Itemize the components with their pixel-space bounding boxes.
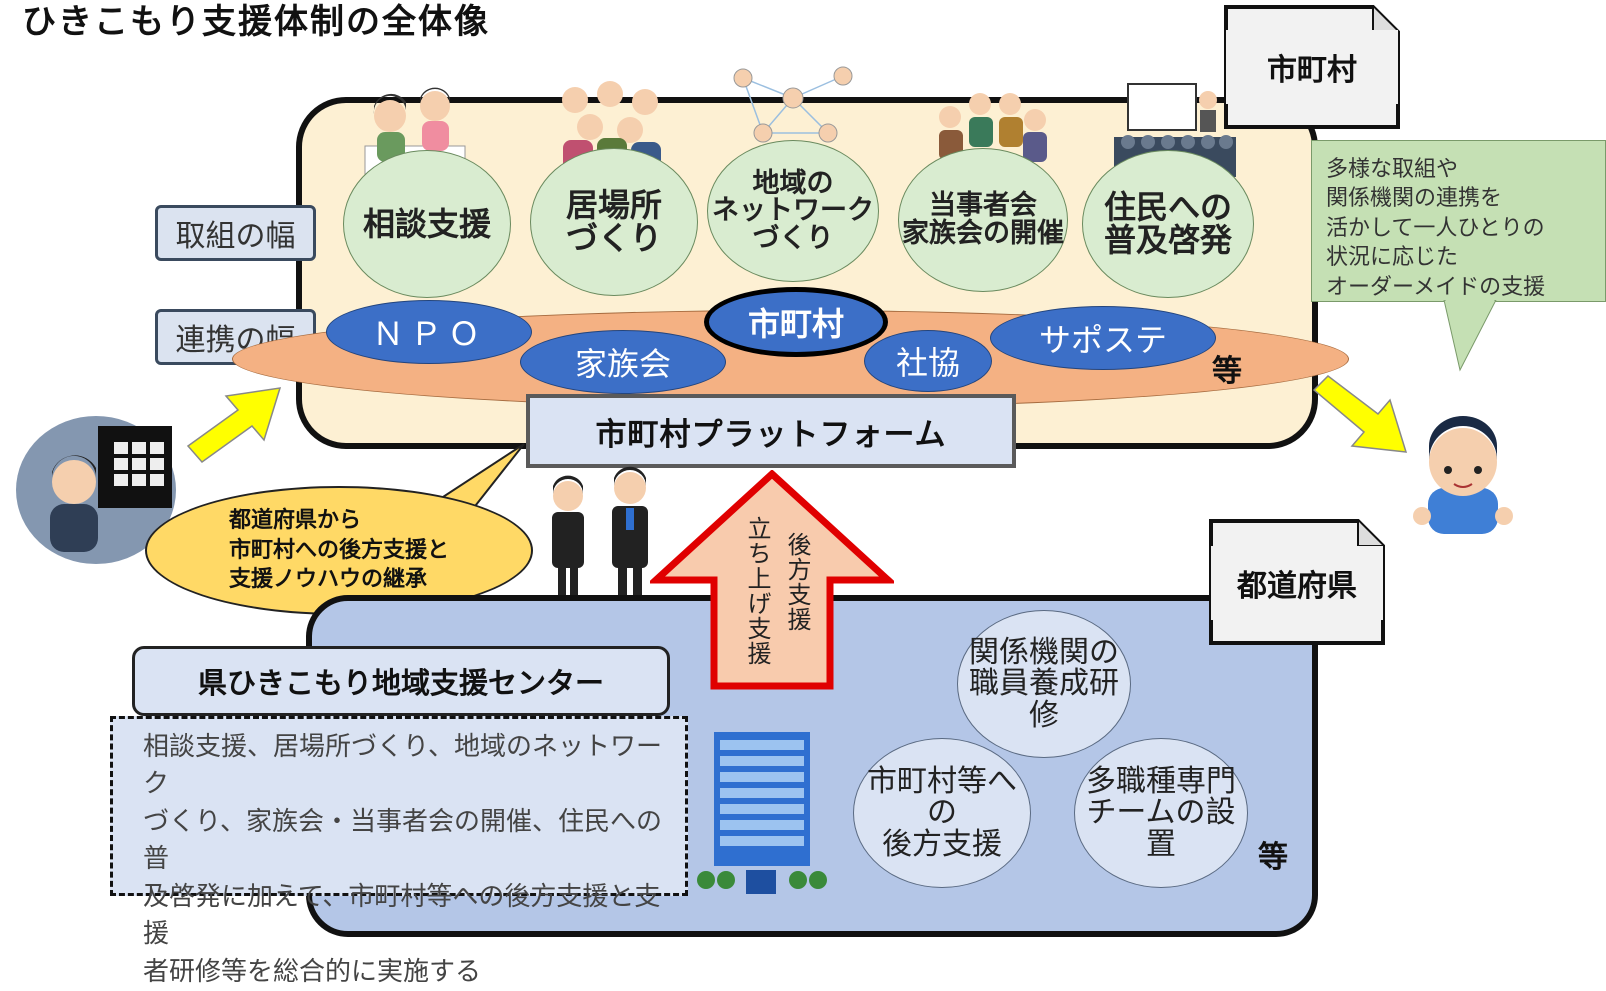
effort-network: 地域のネットワークづくり [707, 140, 879, 282]
pref-staff-training: 関係機関の職員養成研修 [957, 610, 1131, 758]
org-shakyo: 社協 [864, 330, 992, 392]
effort-consultation: 相談支援 [343, 150, 511, 298]
custom-support-note: 多様な取組や 関係機関の連携を 活かして一人ひとりの 状況に応じた オーダーメイ… [1311, 140, 1606, 302]
efforts-range-label: 取組の幅 [155, 205, 316, 261]
org-saposute: サポステ [990, 306, 1216, 370]
note-pointer [1443, 300, 1497, 372]
meeting-illustration [939, 93, 1047, 162]
municipality-tag: 市町村 [1226, 30, 1398, 104]
effort-meetings: 当事者会家族会の開催 [898, 148, 1068, 292]
municipal-platform: 市町村プラットフォーム [526, 394, 1016, 468]
prefecture-support-bubble: 都道府県から 市町村への後方支援と 支援ノウハウの継承 [145, 486, 533, 615]
arrow-back-support: 後方支援 [783, 532, 811, 632]
prefecture-etc: 等 [1258, 840, 1288, 875]
org-npo: ＮＰＯ [326, 300, 532, 364]
municipality-etc: 等 [1212, 354, 1242, 389]
regional-support-center-name: 県ひきこもり地域支援センター [132, 646, 670, 716]
withdrawn-person-illustration [16, 416, 176, 564]
yellow-arrow-right-icon [1312, 375, 1408, 453]
prefecture-tag: 都道府県 [1211, 546, 1383, 620]
pref-multidisciplinary-team: 多職種専門チームの設置 [1074, 738, 1248, 888]
staff-illustration [552, 466, 648, 602]
page-title: ひきこもり支援体制の全体像 [22, 2, 490, 42]
arrow-startup-support: 立ち上げ支援 [743, 516, 771, 666]
effort-awareness: 住民への普及啓発 [1082, 150, 1254, 298]
child-illustration [1413, 416, 1513, 534]
effort-ibasho: 居場所づくり [530, 148, 698, 296]
center-description: 相談支援、居場所づくり、地域のネットワーク づくり、家族会・当事者会の開催、住民… [110, 716, 688, 987]
support-arrow-icon [650, 470, 894, 690]
org-municipality: 市町村 [704, 287, 888, 357]
pref-municipal-backup: 市町村等への後方支援 [853, 738, 1031, 888]
building-illustration [697, 732, 827, 894]
yellow-arrow-left-icon [186, 387, 282, 464]
org-family-association: 家族会 [520, 330, 726, 394]
